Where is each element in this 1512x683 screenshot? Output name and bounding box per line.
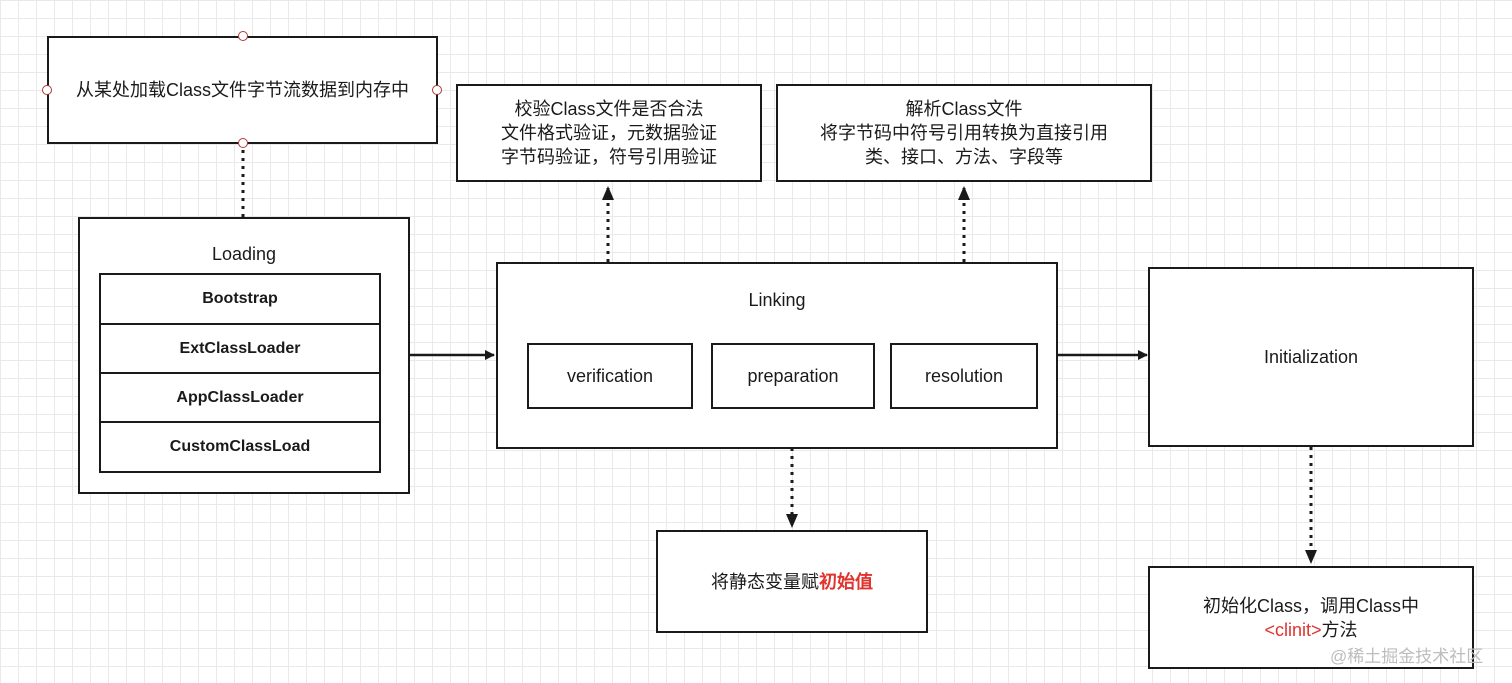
loading-title: Loading bbox=[211, 244, 277, 264]
loading-box[interactable]: Loading Bootstrap ExtClassLoader AppClas… bbox=[78, 217, 410, 494]
watermark: @稀土掘金技术社区 bbox=[1330, 647, 1484, 666]
load-note-box[interactable]: 从某处加载Class文件字节流数据到内存中 bbox=[47, 36, 438, 144]
prepare-note-box[interactable]: 将静态变量赋初始值 bbox=[656, 530, 928, 633]
phase-preparation[interactable]: preparation bbox=[711, 343, 875, 409]
initialization-title: Initialization bbox=[1263, 347, 1359, 367]
selection-handle-left[interactable] bbox=[42, 85, 52, 95]
verify-note-line-3: 字节码验证，符号引用验证 bbox=[501, 147, 717, 167]
initialization-box[interactable]: Initialization bbox=[1148, 267, 1474, 447]
loader-custom[interactable]: CustomClassLoad bbox=[99, 421, 381, 473]
prepare-note-highlight: 初始值 bbox=[819, 571, 873, 592]
phase-resolution[interactable]: resolution bbox=[890, 343, 1038, 409]
linking-title: Linking bbox=[748, 290, 806, 310]
prepare-note-text: 将静态变量赋 bbox=[711, 571, 819, 592]
resolve-note-line-2: 将字节码中符号引用转换为直接引用 bbox=[820, 123, 1108, 143]
resolve-note-line-1: 解析Class文件 bbox=[905, 99, 1023, 119]
init-note-clinit: <clinit> bbox=[1264, 619, 1322, 640]
loader-ext[interactable]: ExtClassLoader bbox=[99, 323, 381, 375]
init-note-box[interactable]: 初始化Class，调用Class中 <clinit>方法 bbox=[1148, 566, 1474, 669]
selection-handle-top[interactable] bbox=[238, 31, 248, 41]
verify-note-line-2: 文件格式验证，元数据验证 bbox=[501, 123, 717, 143]
selection-handle-bottom[interactable] bbox=[238, 138, 248, 148]
loader-bootstrap[interactable]: Bootstrap bbox=[99, 273, 381, 325]
init-note-suffix: 方法 bbox=[1321, 619, 1358, 640]
verify-note-box[interactable]: 校验Class文件是否合法 文件格式验证，元数据验证 字节码验证，符号引用验证 bbox=[456, 84, 762, 182]
resolve-note-line-3: 类、接口、方法、字段等 bbox=[865, 147, 1063, 167]
linking-box[interactable]: Linking verification preparation resolut… bbox=[496, 262, 1058, 449]
phase-verification[interactable]: verification bbox=[527, 343, 693, 409]
loader-app[interactable]: AppClassLoader bbox=[99, 372, 381, 424]
selection-handle-right[interactable] bbox=[432, 85, 442, 95]
init-note-line-1: 初始化Class，调用Class中 bbox=[1202, 595, 1420, 616]
load-note-text: 从某处加载Class文件字节流数据到内存中 bbox=[75, 80, 409, 100]
resolve-note-box[interactable]: 解析Class文件 将字节码中符号引用转换为直接引用 类、接口、方法、字段等 bbox=[776, 84, 1152, 182]
verify-note-line-1: 校验Class文件是否合法 bbox=[514, 99, 704, 119]
